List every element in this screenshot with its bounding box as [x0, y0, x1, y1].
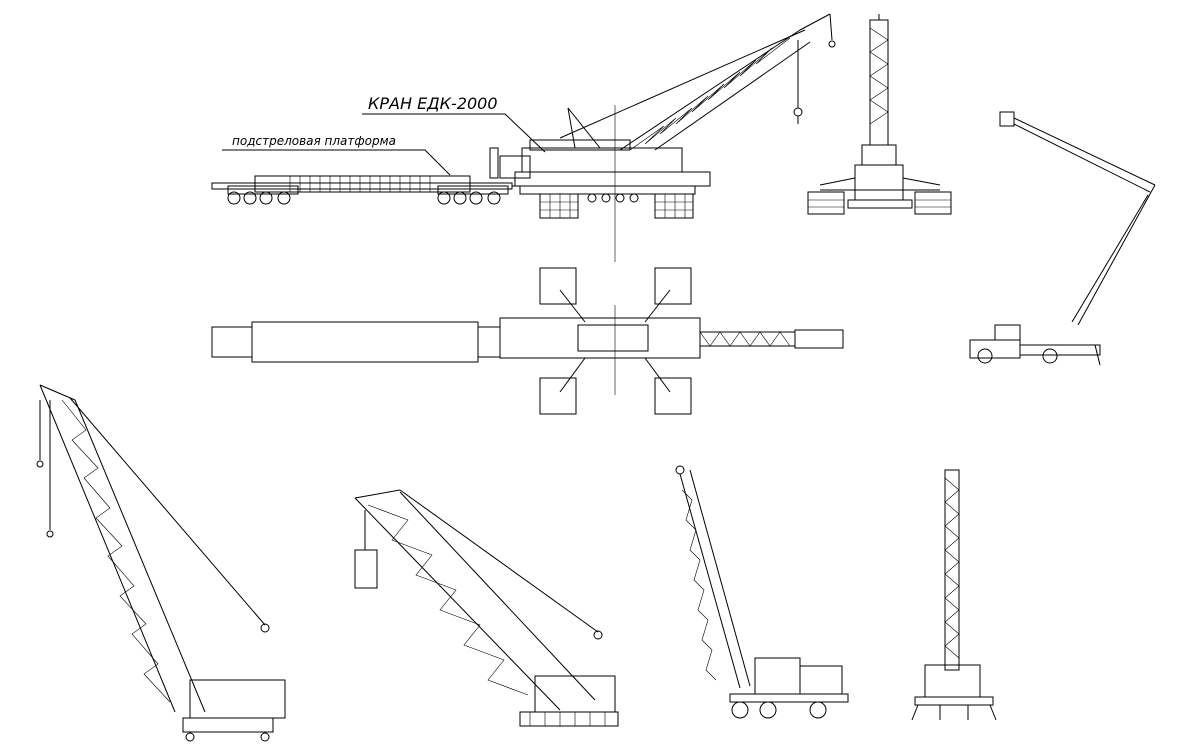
edk2000-crane-body [489, 13, 836, 219]
tower-crane-front [911, 469, 997, 721]
crawler-crane-grab [354, 489, 619, 727]
truck-crane [675, 465, 849, 719]
platform-callout: подстреловая платформа [222, 134, 451, 176]
plan-outriggers [539, 267, 692, 415]
edk2000-side-view [211, 13, 836, 262]
crane-title-text: КРАН ЕДК-2000 [368, 94, 498, 113]
title-callout: КРАН ЕДК-2000 [362, 94, 546, 153]
crawler-trucks [539, 193, 694, 219]
platform-label-text: подстреловая платформа [232, 134, 396, 148]
lattice-crane-left [36, 384, 286, 742]
edk2000-plan-view [211, 267, 844, 415]
aerial-platform-truck [969, 111, 1156, 366]
boom-platform-wagon [211, 175, 513, 205]
edk2000-boom [559, 13, 836, 151]
edk2000-front-view [807, 14, 952, 215]
